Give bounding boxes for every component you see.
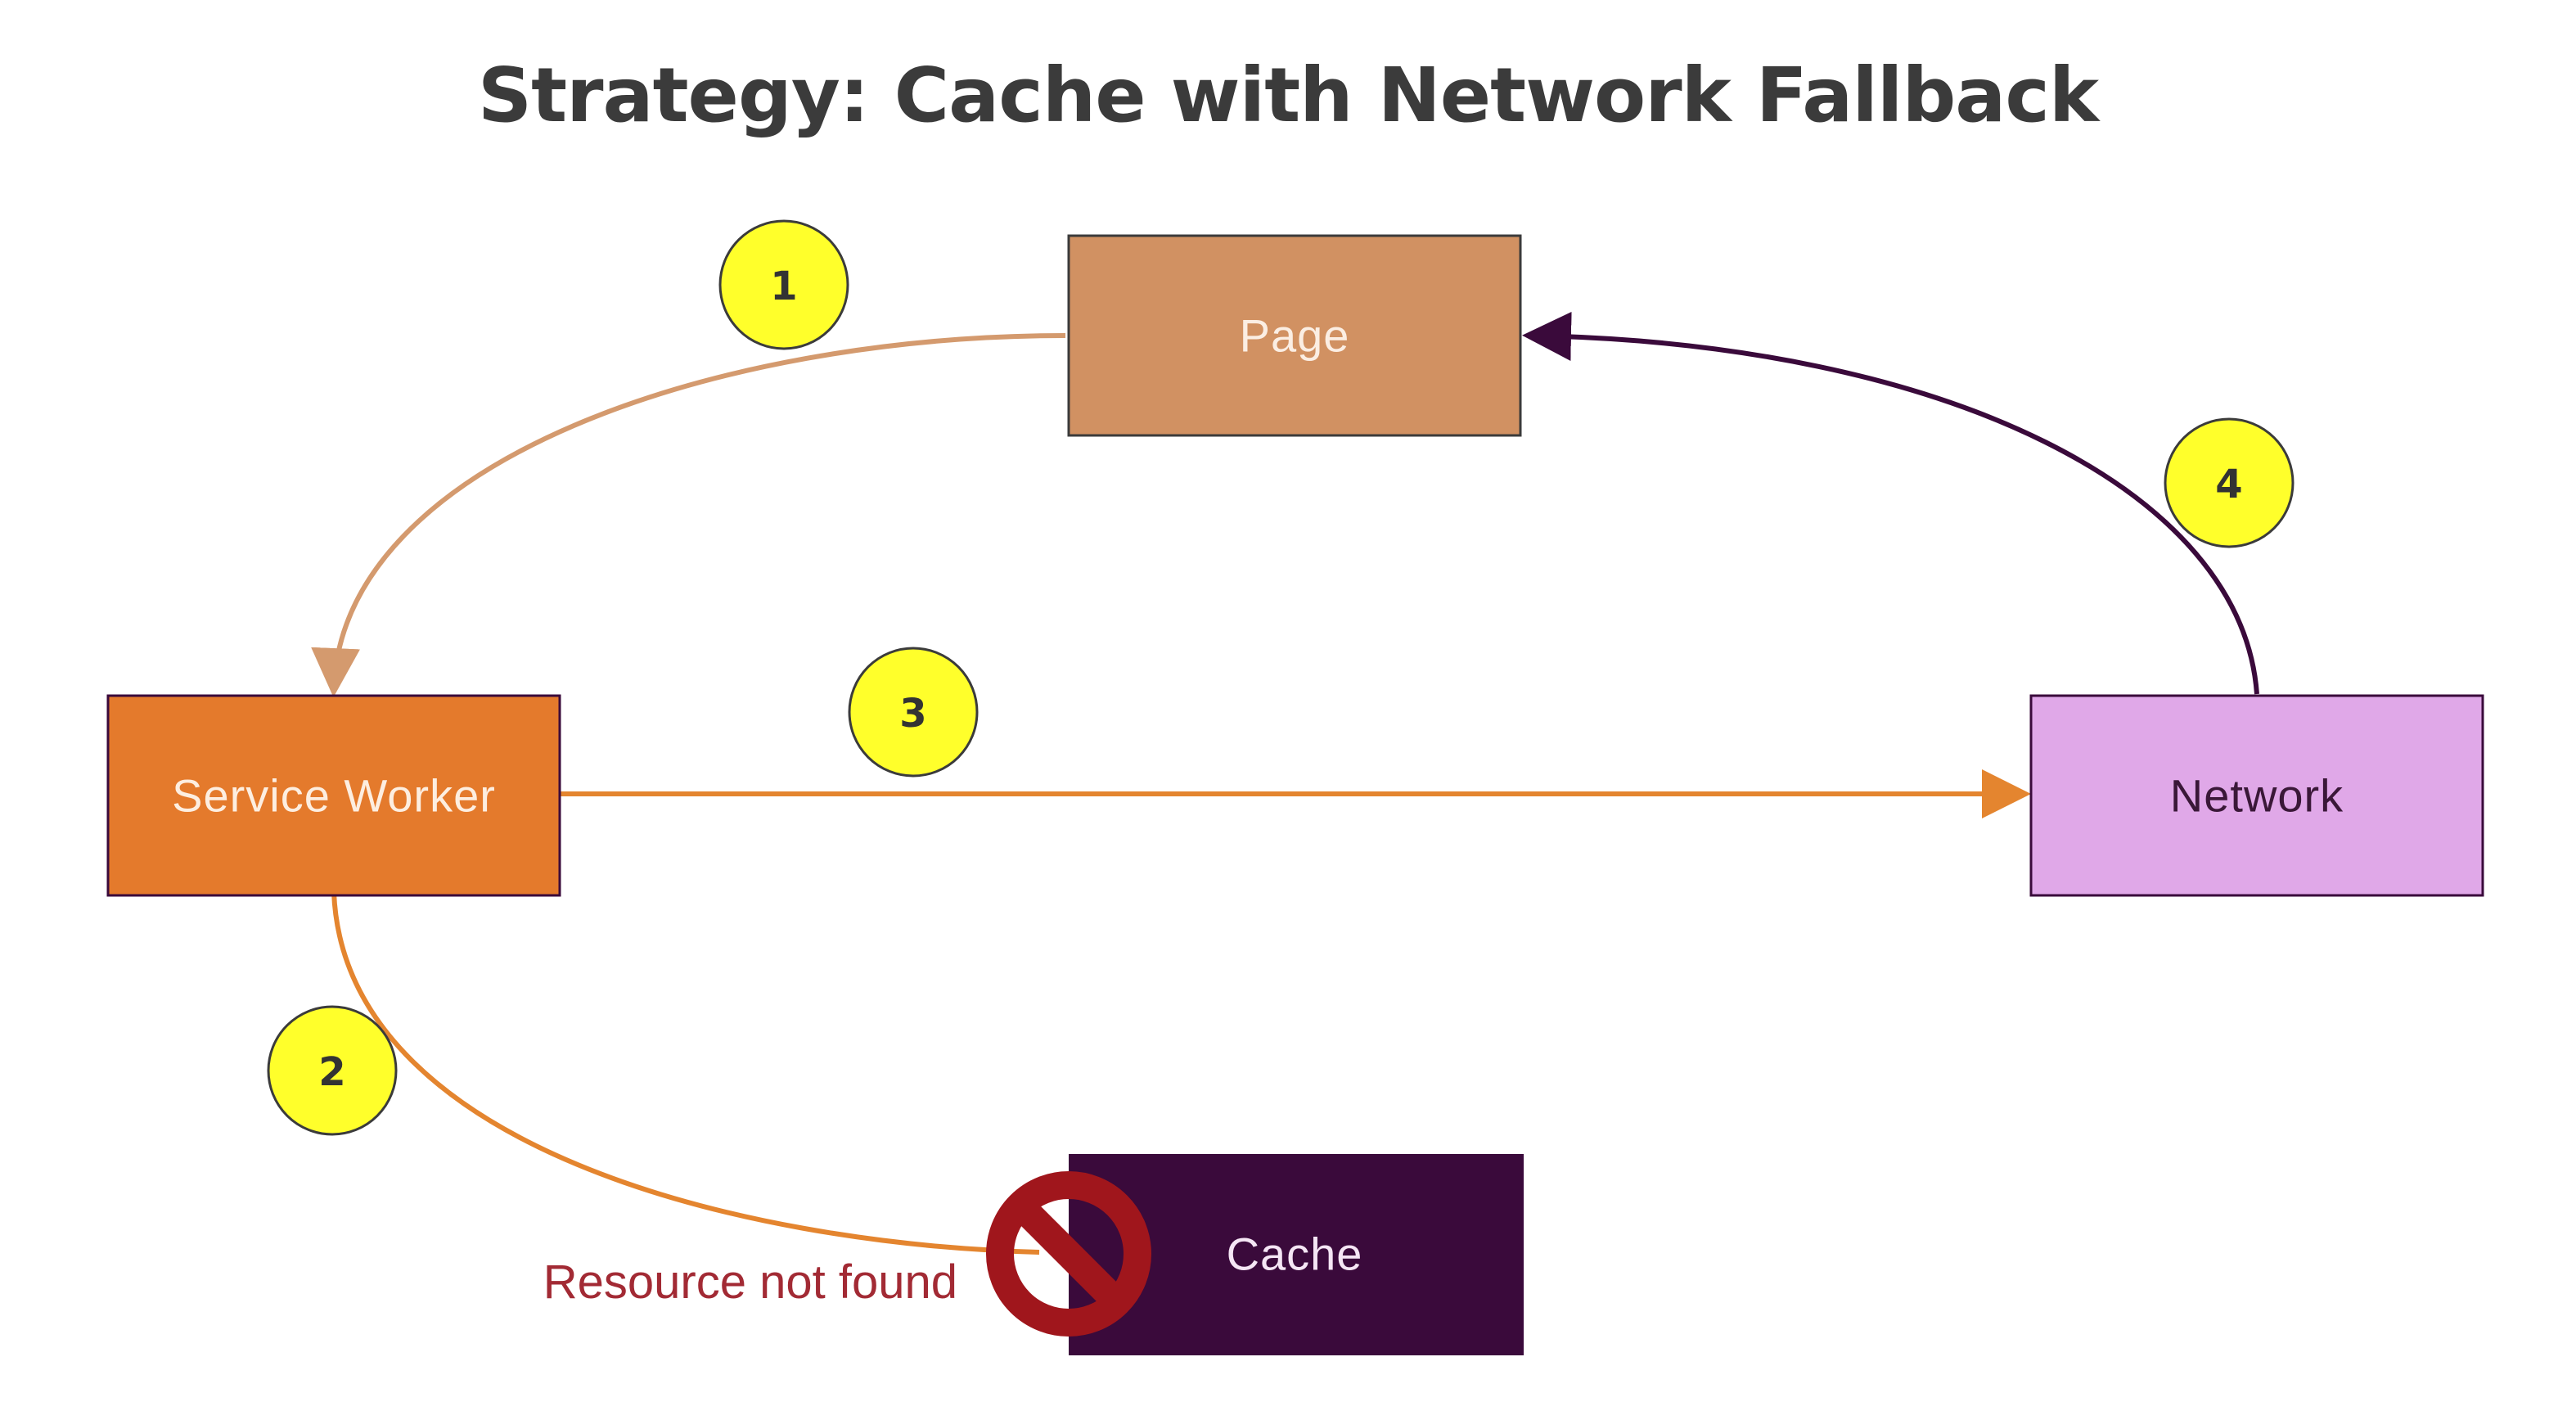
step-badge-1: 1 (718, 219, 849, 350)
step-badge-4-label: 4 (2215, 462, 2242, 507)
node-network-label: Network (2170, 770, 2344, 822)
step-badge-2-label: 2 (318, 1049, 345, 1095)
step-badge-2: 2 (267, 1005, 398, 1136)
node-service-worker-box (106, 694, 561, 897)
node-network-box (2029, 694, 2484, 897)
step-badge-3-label: 3 (899, 691, 926, 737)
edge-page-to-service-worker (311, 333, 1066, 697)
cache-miss-note: Resource not found (543, 1255, 957, 1309)
node-page-box (1067, 234, 1522, 437)
node-page-label: Page (1240, 310, 1350, 362)
step-badge-3: 3 (848, 647, 979, 778)
node-cache-label: Cache (1227, 1228, 1363, 1280)
step-badge-4: 4 (2164, 417, 2295, 548)
edge-network-to-page (1522, 311, 2259, 695)
prohibited-icon (986, 1171, 1151, 1337)
node-service-worker: Service Worker (106, 694, 561, 897)
node-network: Network (2029, 694, 2484, 897)
edge-service-worker-to-cache (331, 891, 1040, 1255)
node-page: Page (1067, 234, 1522, 437)
node-service-worker-label: Service Worker (172, 770, 496, 822)
slide-title: Strategy: Cache with Network Fallback (477, 52, 2099, 139)
step-badge-1-label: 1 (770, 264, 797, 309)
